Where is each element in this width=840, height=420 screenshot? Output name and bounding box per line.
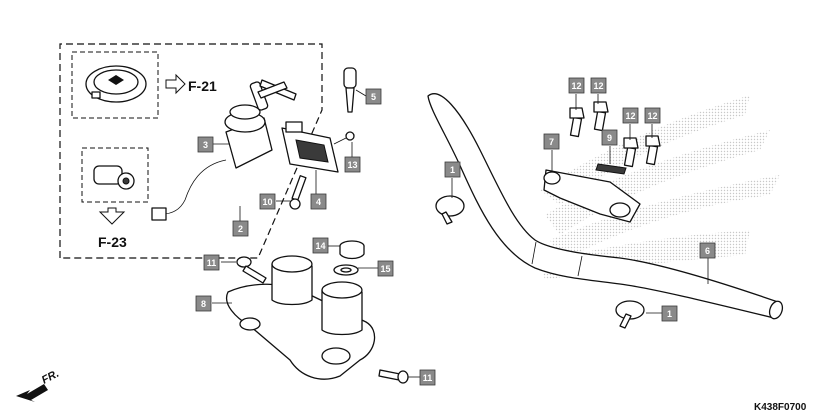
callout-c13: 13 xyxy=(344,156,361,173)
seat-lock-inset xyxy=(81,147,149,203)
callout-c4: 4 xyxy=(310,193,327,210)
holder-bolt-12b xyxy=(593,101,609,132)
callout-label: 12 xyxy=(647,111,657,121)
leader-lines xyxy=(212,89,709,378)
callout-c12c: 12 xyxy=(622,107,639,124)
spare-key xyxy=(343,67,357,113)
callout-c1b: 1 xyxy=(661,305,678,322)
ignition-group-box xyxy=(59,43,323,259)
holder-bolt-12c xyxy=(623,137,639,168)
callout-c2: 2 xyxy=(232,220,249,237)
f23-arrow-icon xyxy=(98,207,126,225)
callout-c14: 14 xyxy=(312,237,329,254)
callout-label: 12 xyxy=(593,81,603,91)
callout-label: 6 xyxy=(705,246,710,256)
callout-c3: 3 xyxy=(197,136,214,153)
cable-clamp-right xyxy=(615,300,645,329)
callout-label: 7 xyxy=(549,137,554,147)
handlebar-upper-holder xyxy=(543,169,641,223)
callout-c15: 15 xyxy=(377,260,394,277)
callout-c11b: 11 xyxy=(419,369,436,386)
bolt-11-upper xyxy=(236,256,267,284)
callout-label: 8 xyxy=(201,299,206,309)
holder-bolt-12d xyxy=(645,135,661,166)
top-bridge xyxy=(225,255,376,380)
callout-c5: 5 xyxy=(365,88,382,105)
callout-c6: 6 xyxy=(699,242,716,259)
callout-label: 14 xyxy=(315,241,325,251)
ref-f21: F-21 xyxy=(188,78,217,94)
fuel-cap-inset xyxy=(71,51,159,119)
callout-label: 12 xyxy=(571,81,581,91)
callout-label: 15 xyxy=(380,264,390,274)
callout-c10: 10 xyxy=(259,193,276,210)
callout-c12a: 12 xyxy=(568,77,585,94)
callout-label: 1 xyxy=(667,309,672,319)
front-direction-indicator: FR. xyxy=(16,368,61,402)
callout-label: 11 xyxy=(207,258,217,268)
bolt-11-lower xyxy=(378,369,409,384)
bolt-10 xyxy=(289,175,307,210)
callout-label: 12 xyxy=(625,111,635,121)
callout-c11a: 11 xyxy=(203,254,220,271)
callout-label: 10 xyxy=(262,197,272,207)
holder-bolt-12a xyxy=(569,107,585,138)
cable-clamp-left xyxy=(435,195,465,225)
callout-label: 4 xyxy=(316,197,321,207)
callout-c7: 7 xyxy=(543,133,560,150)
callout-label: 3 xyxy=(203,140,208,150)
callout-c12b: 12 xyxy=(590,77,607,94)
callout-c8: 8 xyxy=(195,295,212,312)
callout-label: 1 xyxy=(450,165,455,175)
f21-arrow-icon xyxy=(165,73,186,95)
handlebar xyxy=(427,93,784,320)
ref-f23: F-23 xyxy=(98,234,127,250)
callout-label: 2 xyxy=(238,224,243,234)
callout-c12d: 12 xyxy=(644,107,661,124)
holder-plate-9 xyxy=(595,163,627,175)
front-label: FR. xyxy=(40,368,61,387)
cap-14 xyxy=(339,240,365,260)
callout-c9: 9 xyxy=(601,129,618,146)
callout-label: 13 xyxy=(347,160,357,170)
callout-label: 9 xyxy=(607,133,612,143)
callout-c1a: 1 xyxy=(444,161,461,178)
switch-bracket xyxy=(281,121,339,173)
diagram-code: K438F0700 xyxy=(754,402,807,413)
screw-13 xyxy=(333,131,355,145)
front-arrow-icon xyxy=(16,384,48,402)
callout-label: 5 xyxy=(371,92,376,102)
callout-label: 11 xyxy=(423,373,433,383)
washer-15 xyxy=(333,264,359,276)
ignition-switch xyxy=(151,79,297,221)
